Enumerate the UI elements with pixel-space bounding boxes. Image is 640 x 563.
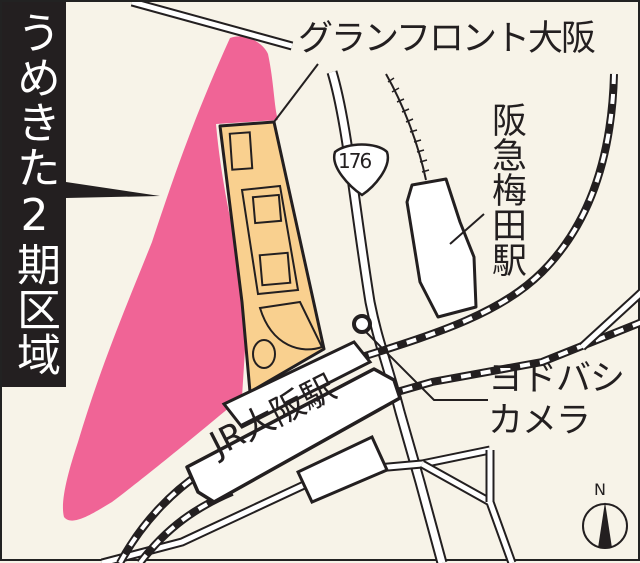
north-arrow-icon bbox=[582, 502, 628, 549]
yodobashi-leader bbox=[365, 331, 488, 401]
label-yodobashi-line2: カメラ bbox=[488, 401, 591, 441]
jr-osaka-station-upper-building bbox=[221, 340, 373, 429]
jr-osaka-station-lower-building bbox=[296, 434, 390, 504]
yodobashi-camera-marker bbox=[352, 314, 372, 334]
grand-front-leader bbox=[273, 63, 319, 123]
label-yodobashi-line1: ヨドバシ bbox=[488, 359, 625, 399]
hankyu-umeda-station-building bbox=[405, 177, 478, 319]
label-hankyu-umeda-station: 阪急梅田駅 bbox=[486, 102, 526, 277]
hankyu-track bbox=[385, 73, 427, 181]
area-title: うめきた2期区域 bbox=[9, 10, 60, 377]
area-title-bar: うめきた2期区域 bbox=[2, 2, 66, 387]
route-176-shield bbox=[332, 143, 390, 197]
jr-railway-right-curve bbox=[330, 73, 618, 374]
umekita-2-area bbox=[62, 36, 279, 521]
jr-osaka-station-label-box bbox=[185, 367, 402, 504]
label-north: N bbox=[594, 480, 606, 499]
label-yodobashi-camera: ヨドバシ カメラ bbox=[488, 358, 625, 442]
label-grand-front-osaka: グランフロント大阪 bbox=[298, 19, 596, 59]
hankyu-leader bbox=[449, 213, 485, 245]
title-leader-pointer bbox=[66, 182, 160, 198]
label-route-176: 176 bbox=[338, 149, 372, 173]
